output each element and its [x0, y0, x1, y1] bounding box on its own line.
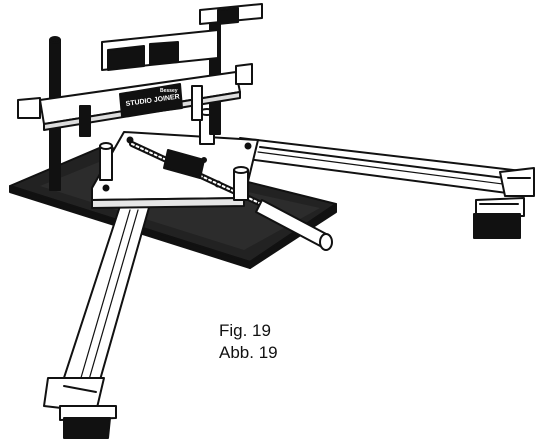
right-foot: [473, 197, 525, 239]
right-arm: [239, 137, 535, 197]
front-arm: [43, 199, 151, 413]
front-foot: [59, 405, 117, 439]
caption-english: Fig. 19: [219, 321, 271, 340]
brand-small-text: Bessey: [160, 88, 178, 94]
plate-posts: [99, 108, 249, 201]
upper-crossbar: [101, 3, 263, 71]
slider-block: [163, 149, 205, 179]
beam-knobs: [17, 63, 253, 119]
caption-german: Abb. 19: [219, 343, 278, 362]
beam-blocks: [79, 85, 203, 137]
handle: [255, 199, 333, 251]
figure-caption: Fig. 19 Abb. 19: [219, 320, 278, 364]
